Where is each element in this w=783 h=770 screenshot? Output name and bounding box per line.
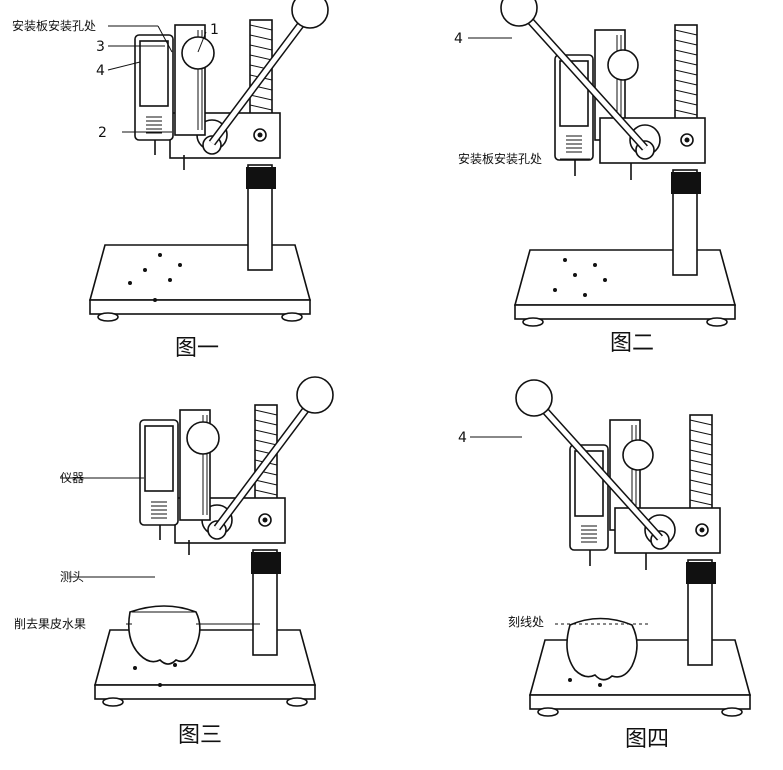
label-number-1: 1 xyxy=(210,22,219,38)
label-number-3: 3 xyxy=(96,39,105,55)
stand-figure-1 xyxy=(90,0,328,321)
stand-figure-3 xyxy=(95,377,333,706)
label-probe: 测头 xyxy=(60,570,84,584)
label-number-4: 4 xyxy=(96,63,105,79)
label-number-4: 4 xyxy=(458,430,467,446)
label-number-4: 4 xyxy=(454,31,463,47)
figure-4: 4 刻线处 图四 xyxy=(458,380,750,752)
figure-caption-3: 图三 xyxy=(178,723,222,748)
figure-2: 4 安装板安装孔处 图二 xyxy=(454,0,735,356)
figure-3: 仪器 测头 削去果皮水果 图三 xyxy=(14,377,333,748)
figure-caption-4: 图四 xyxy=(625,727,669,752)
figure-caption-1: 图一 xyxy=(175,336,219,361)
label-peeled-fruit: 削去果皮水果 xyxy=(14,617,86,631)
peeled-fruit xyxy=(127,605,201,665)
label-mount-hole: 安装板安装孔处 xyxy=(12,18,96,33)
label-mount-hole: 安装板安装孔处 xyxy=(458,151,542,166)
figure-1: 安装板安装孔处 1 3 4 2 图一 xyxy=(12,0,328,361)
label-number-2: 2 xyxy=(98,125,107,141)
label-mark-line: 刻线处 xyxy=(508,615,544,629)
figure-caption-2: 图二 xyxy=(610,331,654,356)
fruit-with-probe xyxy=(566,617,638,681)
label-instrument: 仪器 xyxy=(60,471,84,485)
